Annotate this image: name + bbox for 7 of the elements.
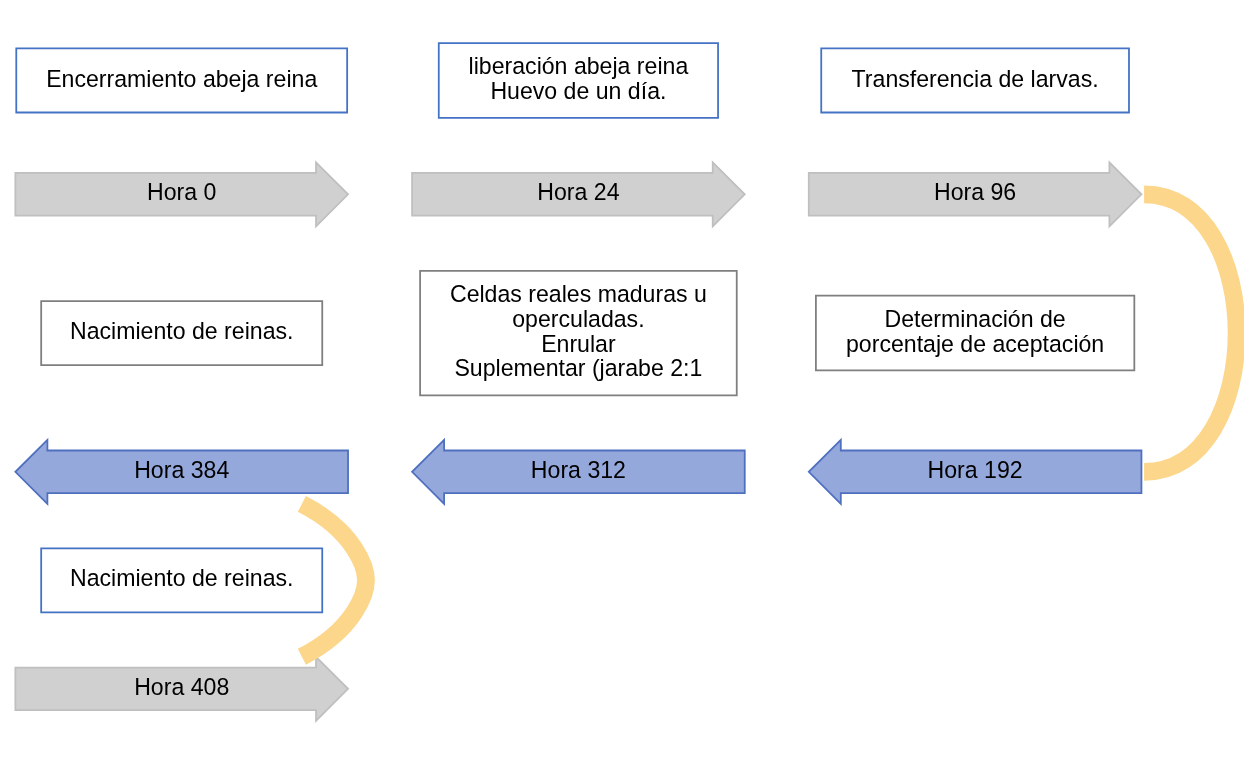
node-box: Nacimiento de reinas. bbox=[40, 299, 324, 366]
node-box: Transferencia de larvas. bbox=[820, 47, 1130, 113]
node-box: Nacimiento de reinas. bbox=[40, 546, 324, 613]
node-box: liberación abeja reina Huevo de un día. bbox=[437, 41, 719, 119]
node-box: Celdas reales maduras u operculadas. Enrular Suplementar (jarabe 2:1 bbox=[419, 269, 738, 396]
node-box: Determinación de porcentaje de aceptación bbox=[815, 294, 1136, 371]
node-box: Encerramiento abeja reina bbox=[15, 47, 349, 113]
